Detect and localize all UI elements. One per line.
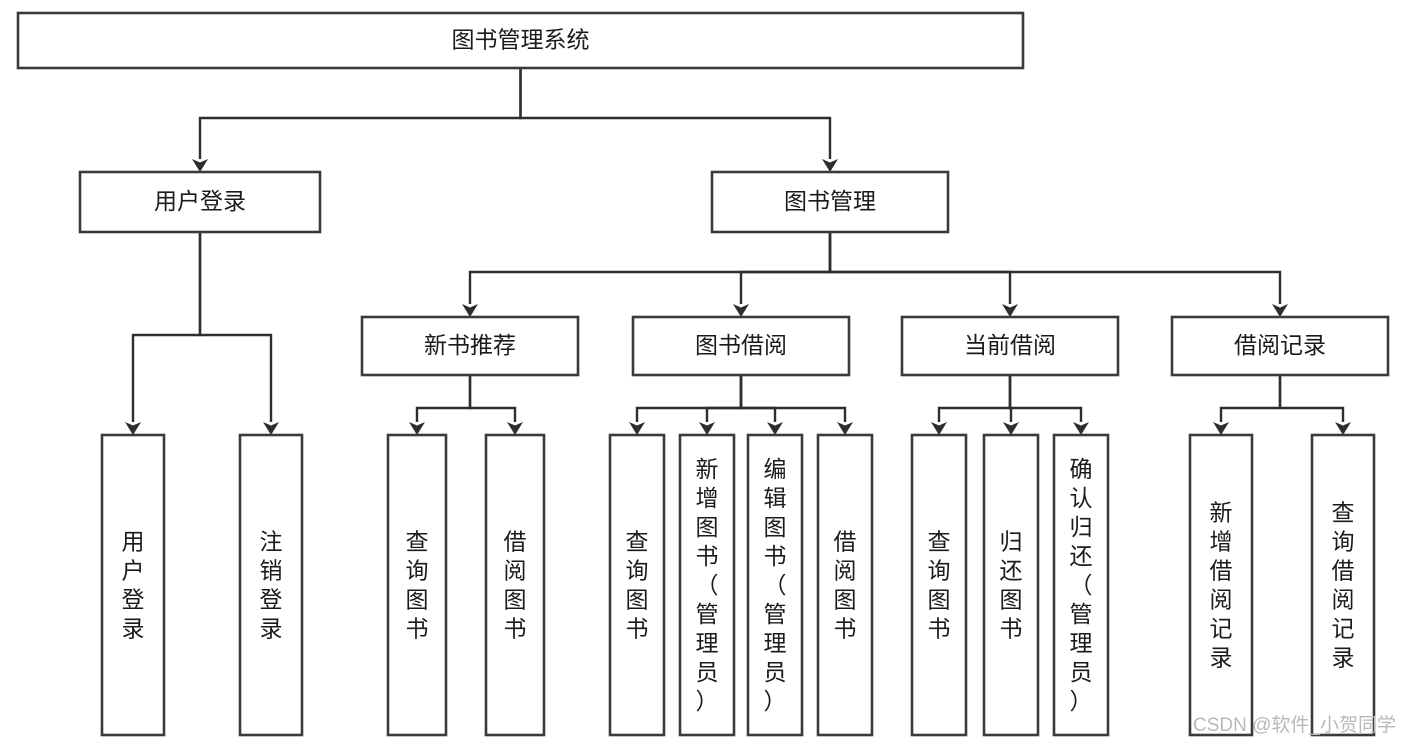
connector-图书借阅-3 bbox=[739, 375, 853, 435]
node-l3-0-新书推荐[interactable]: 新书推荐 bbox=[360, 315, 580, 377]
node-box bbox=[982, 433, 1040, 737]
node-l2-1-图书管理[interactable]: 图书管理 bbox=[710, 170, 950, 234]
node-box bbox=[910, 433, 968, 737]
node-label: 图书管理 bbox=[784, 188, 876, 214]
node-leaf-3-借阅图书[interactable]: 借阅图书 bbox=[484, 433, 546, 737]
connector-图书借阅-1 bbox=[699, 375, 743, 435]
node-box bbox=[816, 433, 874, 737]
node-box bbox=[1310, 433, 1376, 737]
node-leaf-1-注销登录[interactable]: 注销登录 bbox=[238, 433, 304, 737]
node-root-0-图书管理系统[interactable]: 图书管理系统 bbox=[16, 11, 1025, 70]
node-l3-3-借阅记录[interactable]: 借阅记录 bbox=[1170, 315, 1390, 377]
node-label: 用户登录 bbox=[122, 529, 145, 642]
connector-新书推荐-1 bbox=[468, 375, 523, 435]
node-leaf-4-查询图书[interactable]: 查询图书 bbox=[608, 433, 666, 737]
node-leaf-8-查询图书[interactable]: 查询图书 bbox=[910, 433, 968, 737]
connector-新书推荐-0 bbox=[409, 375, 472, 435]
connector-当前借阅-2 bbox=[1008, 375, 1089, 435]
node-l2-0-用户登录[interactable]: 用户登录 bbox=[78, 170, 322, 234]
connector-图书借阅-2 bbox=[739, 375, 783, 435]
node-label: 借阅记录 bbox=[1234, 332, 1326, 358]
node-leaf-5-新增图书管理员[interactable]: 新增图书（管理员） bbox=[678, 433, 736, 737]
node-box bbox=[78, 170, 322, 234]
node-label: 查询图书 bbox=[626, 529, 649, 642]
node-l3-2-当前借阅[interactable]: 当前借阅 bbox=[900, 315, 1120, 377]
connector-当前借阅-0 bbox=[931, 375, 1012, 435]
connector-借阅记录-0 bbox=[1213, 375, 1282, 435]
node-label: 新书推荐 bbox=[424, 332, 516, 358]
connector-用户登录-1 bbox=[198, 232, 279, 435]
connector-layer bbox=[125, 68, 1351, 435]
node-label: 确认归还（管理员） bbox=[1070, 456, 1093, 714]
node-leaf-9-归还图书[interactable]: 归还图书 bbox=[982, 433, 1040, 737]
connector-book-mgmt-3 bbox=[828, 232, 1288, 317]
node-box bbox=[900, 315, 1120, 377]
node-box bbox=[746, 433, 804, 737]
node-box bbox=[631, 315, 851, 377]
node-box bbox=[608, 433, 666, 737]
node-leaf-6-编辑图书管理员[interactable]: 编辑图书（管理员） bbox=[746, 433, 804, 737]
node-box bbox=[100, 433, 166, 737]
connector-book-mgmt-2 bbox=[828, 232, 1018, 317]
node-box bbox=[1170, 315, 1390, 377]
node-label: 注销登录 bbox=[260, 529, 283, 642]
node-leaf-7-借阅图书[interactable]: 借阅图书 bbox=[816, 433, 874, 737]
node-box bbox=[1188, 433, 1254, 737]
node-label: 图书借阅 bbox=[695, 332, 787, 358]
csdn-watermark: CSDN @软件_小贺同学 bbox=[1193, 714, 1396, 736]
node-box bbox=[710, 170, 950, 234]
node-label: 查询图书 bbox=[928, 529, 951, 642]
connector-图书借阅-0 bbox=[629, 375, 743, 435]
node-leaf-10-确认归还管理员[interactable]: 确认归还（管理员） bbox=[1052, 433, 1110, 737]
node-leaf-12-查询借阅记录[interactable]: 查询借阅记录 bbox=[1310, 433, 1376, 737]
connector-book-mgmt-1 bbox=[733, 232, 832, 317]
node-label: 借阅图书 bbox=[504, 529, 527, 642]
node-box bbox=[386, 433, 448, 737]
node-box bbox=[484, 433, 546, 737]
connector-借阅记录-1 bbox=[1278, 375, 1351, 435]
node-box bbox=[238, 433, 304, 737]
connector-root-1 bbox=[519, 68, 838, 172]
node-label: 归还图书 bbox=[1000, 529, 1023, 642]
node-label: 新增图书（管理员） bbox=[696, 456, 719, 714]
node-leaf-2-查询图书[interactable]: 查询图书 bbox=[386, 433, 448, 737]
node-box bbox=[678, 433, 736, 737]
node-box bbox=[360, 315, 580, 377]
node-label: 编辑图书（管理员） bbox=[764, 456, 787, 714]
connector-root-0 bbox=[192, 68, 522, 172]
node-layer: 图书管理系统用户登录图书管理新书推荐图书借阅当前借阅借阅记录用户登录注销登录查询… bbox=[16, 11, 1390, 737]
node-box bbox=[1052, 433, 1110, 737]
node-label: 查询图书 bbox=[406, 529, 429, 642]
node-label: 当前借阅 bbox=[964, 332, 1056, 358]
connector-用户登录-0 bbox=[125, 232, 202, 435]
node-leaf-0-用户登录[interactable]: 用户登录 bbox=[100, 433, 166, 737]
node-box bbox=[16, 11, 1025, 70]
connector-book-mgmt-0 bbox=[462, 232, 832, 317]
node-label: 查询借阅记录 bbox=[1332, 500, 1355, 671]
node-leaf-11-新增借阅记录[interactable]: 新增借阅记录 bbox=[1188, 433, 1254, 737]
node-label: 图书管理系统 bbox=[452, 27, 590, 53]
node-label: 借阅图书 bbox=[834, 529, 857, 642]
node-label: 新增借阅记录 bbox=[1210, 500, 1233, 671]
node-l3-1-图书借阅[interactable]: 图书借阅 bbox=[631, 315, 851, 377]
node-label: 用户登录 bbox=[154, 188, 246, 214]
